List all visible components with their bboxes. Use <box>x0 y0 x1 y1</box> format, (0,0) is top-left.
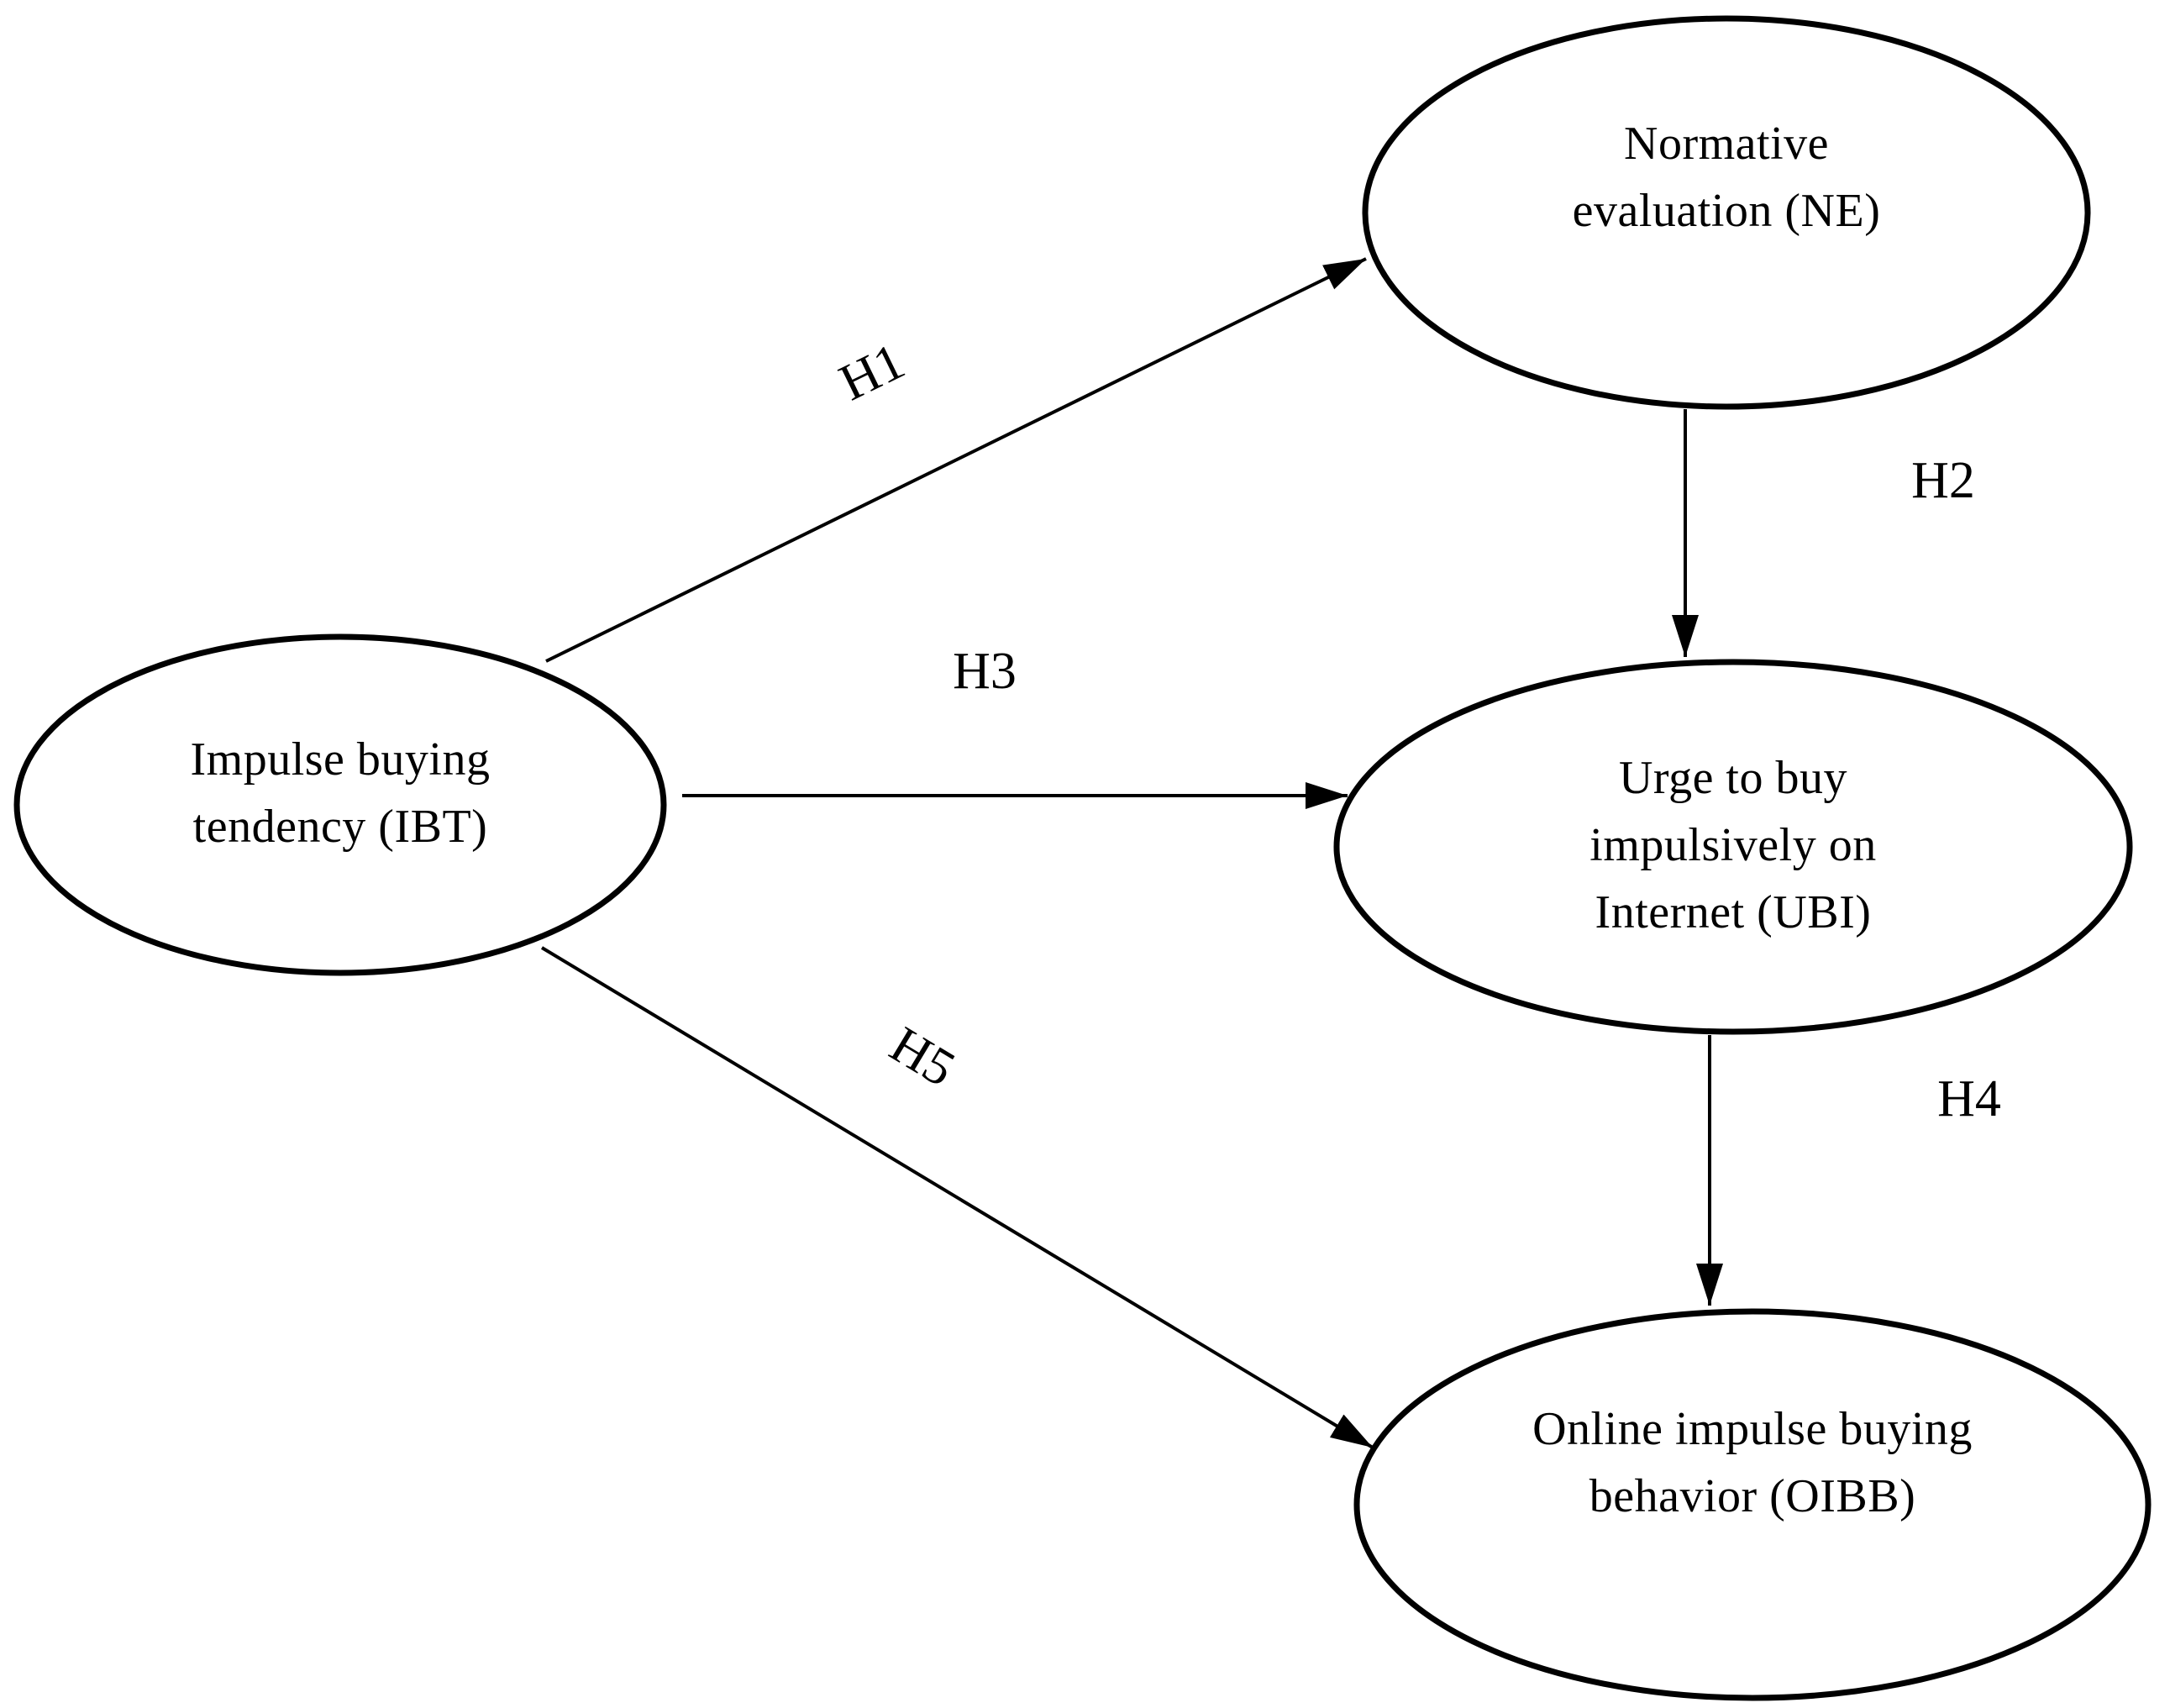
ubi-ellipse <box>1333 659 2133 1035</box>
ne-ellipse <box>1362 15 2091 410</box>
h5-arrow-ibt-to-oibb <box>540 946 1374 1449</box>
h1-arrow-ibt-to-ne <box>545 257 1367 663</box>
oibb-ellipse <box>1353 1308 2152 1701</box>
ibt-ellipse <box>13 633 667 976</box>
